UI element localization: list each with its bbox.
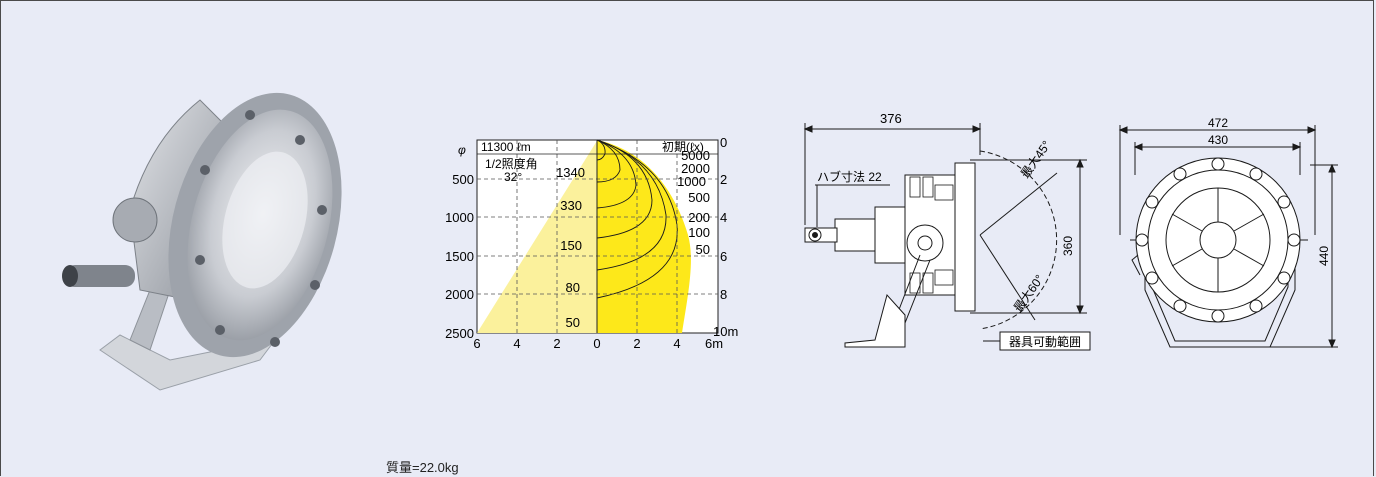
center-values: 1340 330 150 80 50 <box>556 165 585 330</box>
front-height-dim: 440 <box>1317 246 1331 266</box>
front-view-drawing: 472 430 440 <box>1110 115 1345 360</box>
side-view-drawing: 376 ハブ寸法 22 360 最大45° 最大60° 器具可動範囲 <box>795 111 1095 360</box>
front-view-svg: 472 430 440 <box>1118 116 1338 349</box>
isolux-label: 2000 <box>681 161 710 176</box>
inner-width-dim: 430 <box>1208 133 1228 147</box>
left-tick: 500 <box>452 172 474 187</box>
outer-width-dim: 472 <box>1208 116 1228 130</box>
isolux-label: 50 <box>696 242 710 257</box>
half-angle-value: 32° <box>504 170 522 184</box>
half-angle-label: 1/2照度角 <box>485 156 538 171</box>
center-value: 330 <box>560 198 582 213</box>
isolux-label: 500 <box>688 190 710 205</box>
center-value: 80 <box>566 280 580 295</box>
left-tick: 1000 <box>445 210 474 225</box>
left-tick: 2000 <box>445 287 474 302</box>
angle-up-label: 最大45° <box>1018 138 1054 181</box>
left-tick: 2500 <box>445 326 474 341</box>
center-value: 150 <box>560 238 582 253</box>
right-tick: 8 <box>720 287 727 302</box>
initial-label: 初期(ℓx) <box>662 140 704 154</box>
isolux-label: 5000 <box>681 148 710 163</box>
isolux-area <box>597 140 691 333</box>
bottom-tick: 6 <box>473 336 480 351</box>
side-view-svg: 376 ハブ寸法 22 360 最大45° 最大60° 器具可動範囲 <box>803 111 1091 351</box>
right-tick: 10m <box>713 324 738 339</box>
phi-label: φ <box>458 143 466 157</box>
side-height-dim: 360 <box>1061 236 1075 256</box>
bottom-ticks: 6 4 2 0 2 4 6m <box>473 336 723 351</box>
angle-down-label: 最大60° <box>1011 272 1047 315</box>
center-value: 1340 <box>556 165 585 180</box>
left-tick: 1500 <box>445 249 474 264</box>
isolux-labels: 5000 2000 1000 500 200 100 50 <box>677 148 710 257</box>
housing-bolts <box>1135 157 1301 323</box>
center-value: 50 <box>566 315 580 330</box>
bottom-tick: 6m <box>705 336 723 351</box>
isolux-label: 200 <box>688 210 710 225</box>
isolux-label: 100 <box>688 225 710 240</box>
bottom-tick: 2 <box>633 336 640 351</box>
fixture-photo <box>60 60 350 400</box>
half-angle-cone <box>477 140 598 333</box>
isolux-label: 1000 <box>677 174 706 189</box>
right-tick: 2 <box>720 172 727 187</box>
bottom-tick: 0 <box>593 336 600 351</box>
isolux-chart-svg: 11300 ℓm 初期(ℓx) φ 1/2照度角 32° 500 1000 15… <box>445 135 738 351</box>
bottom-tick: 4 <box>673 336 680 351</box>
right-tick: 6 <box>720 249 727 264</box>
mass-label: 質量=22.0kg <box>386 460 459 475</box>
lumen-label: 11300 ℓm <box>481 140 531 154</box>
bottom-tick: 2 <box>553 336 560 351</box>
side-width-dim: 376 <box>880 111 902 126</box>
left-ticks: 500 1000 1500 2000 2500 <box>445 172 474 341</box>
range-label: 器具可動範囲 <box>1009 334 1081 349</box>
right-tick: 4 <box>720 210 727 225</box>
floodlight-image <box>62 92 342 391</box>
hub-label: ハブ寸法 22 <box>817 169 882 184</box>
isolux-chart: 11300 ℓm 初期(ℓx) φ 1/2照度角 32° 500 1000 15… <box>430 120 738 370</box>
bottom-tick: 4 <box>513 336 520 351</box>
right-ticks: 0 2 4 6 8 10m <box>713 135 738 339</box>
right-tick: 0 <box>720 135 727 150</box>
